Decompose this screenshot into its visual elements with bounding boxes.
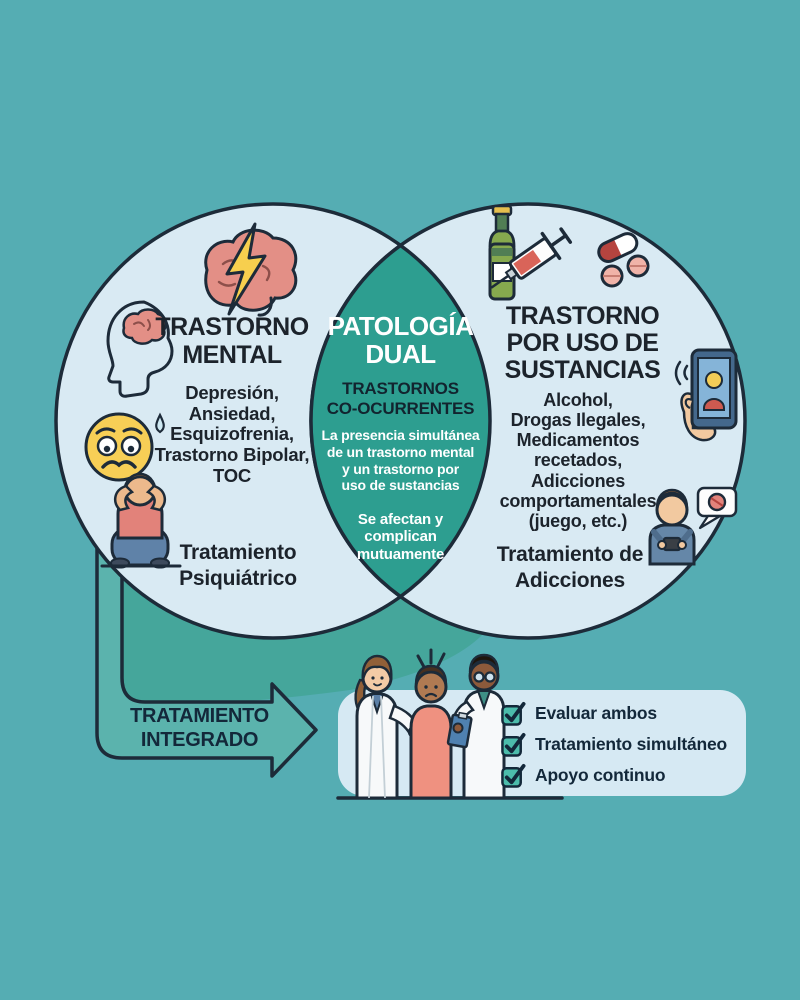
beer-bottle-icon [488,204,516,301]
integrated-treatment-label: TRATAMIENTO INTEGRADO [130,705,269,751]
addiction-treatment-label: Tratamiento de Adicciones [496,543,644,592]
treatment-checklist: Evaluar ambos Tratamiento simultáneo Apo… [501,701,728,788]
substance-use-title: TRASTORNO POR USO DE SUSTANCIAS [504,302,661,384]
syringe-icon [490,227,573,289]
checkbox-checked-icon [501,732,526,757]
checklist-item: Tratamiento simultáneo [501,732,728,757]
brain-lightning-icon [204,222,298,317]
checklist-label: Evaluar ambos [535,702,657,723]
checklist-item: Apoyo continuo [501,763,727,788]
substance-use-list: Alcohol, Drogas Ilegales, Medicamentos r… [499,390,657,531]
co-occurring-subtitle: TRASTORNOS CO-OCURRENTES [326,379,475,419]
dual-pathology-title: PATOLOGÍA DUAL [327,311,474,370]
pills-icon [597,232,650,288]
checklist-label: Tratamiento simultáneo [535,733,728,754]
checkbox-checked-icon [501,701,526,726]
checklist-label: Apoyo continuo [535,764,666,785]
checklist-item: Evaluar ambos [501,701,727,726]
checkbox-checked-icon [501,763,526,788]
